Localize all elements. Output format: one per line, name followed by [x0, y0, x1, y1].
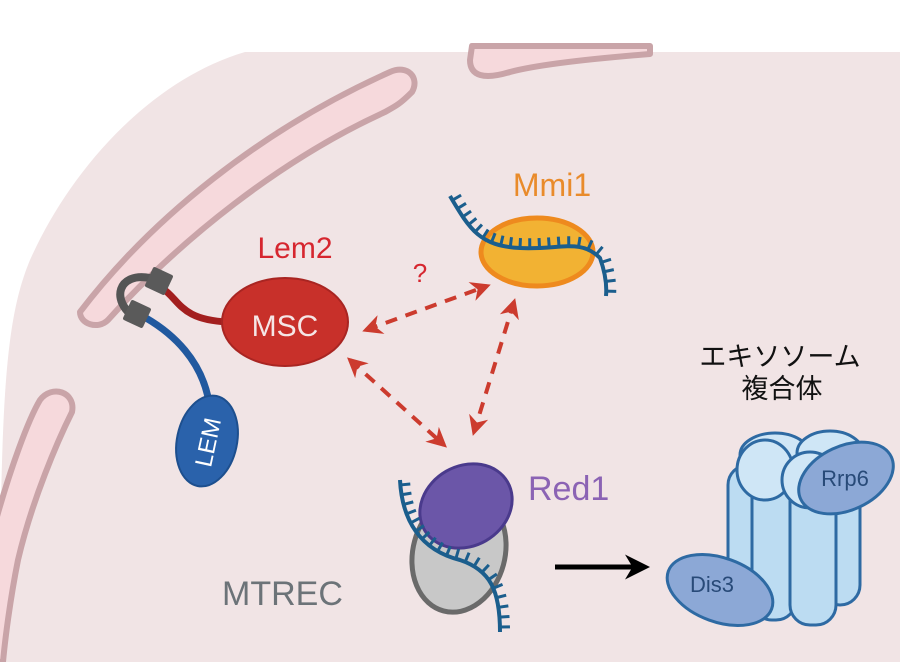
exosome-title-line1: エキソソーム	[699, 342, 860, 372]
rna-base-tick	[403, 500, 414, 506]
mtrec-rna-strand	[398, 479, 502, 633]
rna-base-tick	[400, 482, 411, 487]
mtrec-label: MTREC	[222, 575, 343, 613]
rna-base-tick	[586, 239, 594, 251]
rna-base-tick	[463, 552, 471, 563]
mtrec-rna-bases	[400, 482, 510, 629]
rna-base-tick	[605, 278, 616, 283]
red1-protein[interactable]	[404, 447, 527, 564]
rna-base-tick	[421, 530, 431, 541]
rna-base-tick	[474, 223, 484, 233]
rna-base-tick	[436, 541, 444, 552]
mmi1-label: Mmi1	[513, 167, 591, 203]
arrow-mmi1-red1	[469, 298, 519, 436]
rna-base-tick	[556, 236, 561, 247]
rna-base-tick	[547, 237, 551, 248]
rna-base-tick	[498, 604, 509, 609]
arrow-lem2-mmi1	[362, 282, 491, 334]
dis3-label: Dis3	[690, 572, 734, 597]
rna-base-tick	[603, 268, 615, 274]
rna-base-tick	[454, 548, 461, 560]
lem2-tether	[116, 267, 229, 411]
rna-base-tick	[428, 536, 437, 547]
envelope-segment-top	[467, 43, 653, 79]
rna-base-tick	[492, 582, 504, 590]
rna-base-tick	[601, 257, 612, 264]
rna-base-tick	[467, 217, 478, 226]
envelope-segment-left	[0, 388, 76, 662]
rna-base-tick	[456, 202, 467, 210]
rna-base-tick	[577, 236, 582, 248]
lem-domain[interactable]	[168, 390, 246, 492]
rna-base-tick	[409, 516, 421, 525]
rna-base-tick	[481, 228, 490, 239]
rna-base-tick	[406, 508, 417, 516]
rna-base-tick	[472, 556, 481, 568]
interaction-arrows	[347, 282, 519, 448]
msc-domain[interactable]	[221, 277, 349, 367]
rna-base-tick	[401, 491, 412, 497]
rna-base-tick	[489, 232, 497, 244]
uncertainty-mark: ?	[413, 258, 427, 288]
rna-base-tick	[461, 209, 472, 219]
rna-base-tick	[508, 237, 513, 248]
exosome-title-line2: 複合体	[742, 374, 823, 404]
mmi1-protein[interactable]	[478, 215, 596, 289]
rna-base-tick	[480, 563, 490, 574]
rna-base-tick	[487, 572, 498, 581]
dis3-subunit[interactable]	[657, 541, 782, 639]
rna-base-tick	[595, 245, 604, 256]
mmi1-rna-bases	[451, 193, 617, 293]
rna-base-tick	[499, 235, 505, 246]
lem2-label: Lem2	[257, 232, 332, 265]
rna-base-tick	[499, 614, 510, 619]
arrow-lem2-red1	[347, 357, 447, 448]
red1-label: Red1	[528, 470, 609, 508]
rna-base-tick	[445, 545, 452, 557]
rna-base-tick	[414, 524, 425, 533]
rna-base-tick	[451, 193, 462, 202]
rna-base-tick	[496, 593, 507, 600]
rrp6-subunit[interactable]	[787, 428, 900, 528]
rrp6-label: Rrp6	[821, 466, 869, 491]
msc-label: MSC	[252, 310, 319, 343]
